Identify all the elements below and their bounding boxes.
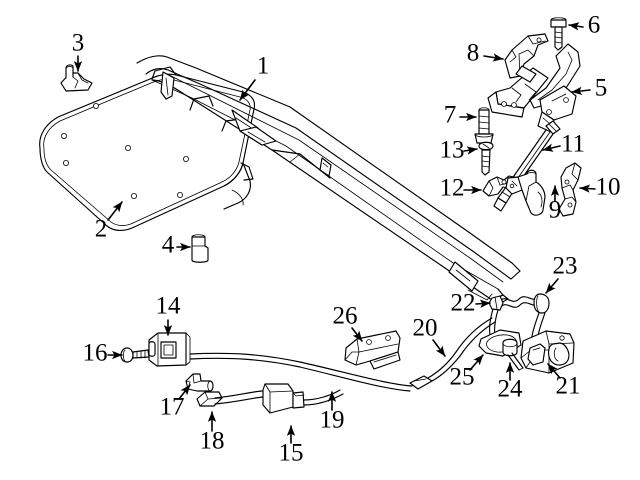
part-8-hinge-cover <box>504 33 549 79</box>
callout-label-23: 23 <box>553 253 578 280</box>
callout-10: 10 <box>579 174 621 201</box>
callout-label-16: 16 <box>83 340 108 367</box>
callout-3: 3 <box>72 30 85 72</box>
callout-label-4: 4 <box>162 232 175 259</box>
callout-22: 22 <box>451 290 491 317</box>
callout-21: 21 <box>547 363 581 400</box>
callout-label-22: 22 <box>451 290 476 317</box>
callout-9: 9 <box>549 185 562 224</box>
callout-17: 17 <box>160 384 191 421</box>
callout-label-19: 19 <box>320 407 345 434</box>
part-14-release-handle <box>148 332 191 367</box>
callout-13: 13 <box>440 137 478 164</box>
part-21-hood-latch <box>520 330 575 374</box>
callout-label-26: 26 <box>333 303 358 330</box>
callout-label-13: 13 <box>440 137 465 164</box>
part-6-hinge-bolt <box>550 17 567 51</box>
part-10-support-bracket <box>558 162 582 217</box>
part-17-cable-grommet <box>185 373 214 392</box>
callout-6: 6 <box>568 12 601 39</box>
callout-label-18: 18 <box>200 428 225 455</box>
callout-8: 8 <box>467 40 504 67</box>
part-19-release-cable <box>189 317 496 406</box>
callout-layer: 1 2 3 4 5 6 7 <box>72 12 621 467</box>
part-16-handle-screw <box>120 347 150 363</box>
part-15-harness-connector <box>262 383 305 414</box>
callout-15: 15 <box>279 425 304 467</box>
callout-label-10: 10 <box>596 174 621 201</box>
callout-label-1: 1 <box>257 53 270 80</box>
callout-label-12: 12 <box>440 175 465 202</box>
part-4-bumper-stop <box>191 234 209 263</box>
callout-5: 5 <box>571 75 608 102</box>
part-24-latch-bolt <box>502 338 524 371</box>
callout-20: 20 <box>413 315 446 357</box>
part-26-latch-bracket <box>344 330 401 370</box>
callout-2: 2 <box>95 201 123 243</box>
callout-label-11: 11 <box>561 131 585 158</box>
callout-label-7: 7 <box>444 102 457 129</box>
callout-4: 4 <box>162 232 191 259</box>
callout-label-6: 6 <box>588 12 601 39</box>
part-5-hood-hinge <box>487 43 581 133</box>
part-2-insulation-pad <box>39 66 256 232</box>
callout-19: 19 <box>320 391 345 434</box>
callout-label-5: 5 <box>595 75 608 102</box>
callout-11: 11 <box>542 131 585 158</box>
callout-12: 12 <box>440 175 482 202</box>
callout-24: 24 <box>498 362 523 403</box>
callout-label-3: 3 <box>72 30 85 57</box>
callout-25: 25 <box>450 354 484 391</box>
part-3-retainer-clip <box>60 64 93 92</box>
part-9-ball-stud-bracket <box>505 169 546 216</box>
part-13-screw <box>478 141 494 176</box>
callout-18: 18 <box>200 411 225 455</box>
callout-14: 14 <box>156 293 182 336</box>
callout-23: 23 <box>545 253 578 294</box>
callout-label-14: 14 <box>156 293 182 320</box>
part-18-cable-clip <box>196 391 223 407</box>
callout-label-25: 25 <box>450 364 475 391</box>
callout-label-2: 2 <box>95 216 108 243</box>
callout-label-15: 15 <box>279 440 304 467</box>
part-7-bolt <box>474 107 494 144</box>
callout-1: 1 <box>239 53 270 101</box>
callout-26: 26 <box>333 303 363 342</box>
callout-label-20: 20 <box>413 315 438 342</box>
callout-16: 16 <box>83 340 123 367</box>
callout-label-9: 9 <box>549 197 562 224</box>
callout-label-8: 8 <box>467 40 480 67</box>
callout-7: 7 <box>444 102 477 129</box>
